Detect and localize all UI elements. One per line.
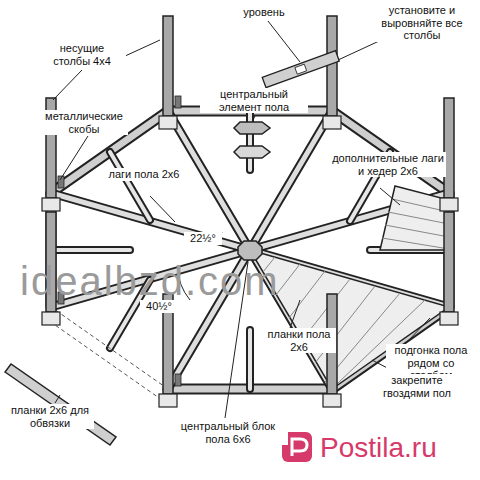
instruction-note: закрепите гвоздями пол [366,374,468,399]
watermark: idealbzd.com [18,258,322,304]
logo-text: Postila.ru [318,432,472,464]
part-label: несущие столбы 4x4 [38,42,126,67]
part-label: центральный блок пола 6x6 [168,420,288,445]
tool-label: уровень [232,6,296,19]
part-label: планки 2x6 для обвязки [6,404,94,429]
instruction-note: установите и выровняйте все столбы [368,4,476,42]
part-label: металлические скобы [40,110,128,135]
part-label: планки пола 2x6 [262,328,336,353]
part-label: центральный элемент пола [200,88,308,113]
part-label: дополнительные лаги и хедер 2x6 [330,152,446,177]
angle-label: 22½° [184,232,222,245]
part-label: лаги пола 2x6 [104,168,184,181]
